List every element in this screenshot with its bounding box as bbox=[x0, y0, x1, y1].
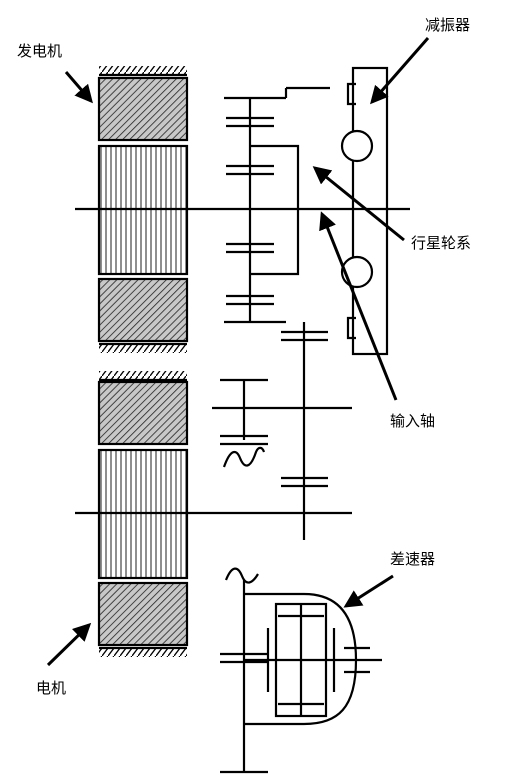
input-shaft-arrow bbox=[319, 211, 398, 401]
label-generator: 发电机 bbox=[17, 42, 63, 60]
damper-arrow bbox=[370, 37, 430, 105]
counter-shaft bbox=[212, 322, 352, 540]
label-motor: 电机 bbox=[36, 679, 67, 697]
differential bbox=[220, 567, 382, 774]
label-planetary: 行星轮系 bbox=[411, 234, 472, 252]
label-damper: 减振器 bbox=[425, 16, 471, 34]
label-differential: 差速器 bbox=[390, 550, 436, 568]
planetary-gear-set bbox=[224, 86, 330, 324]
planetary-arrow bbox=[312, 166, 405, 242]
damper bbox=[340, 66, 389, 356]
motor-arrow bbox=[46, 622, 92, 667]
generator-arrow bbox=[64, 71, 93, 104]
motor-stator bbox=[97, 371, 189, 657]
label-input-shaft: 输入轴 bbox=[390, 412, 436, 430]
generator-stator bbox=[97, 66, 189, 353]
differential-arrow bbox=[343, 574, 394, 608]
